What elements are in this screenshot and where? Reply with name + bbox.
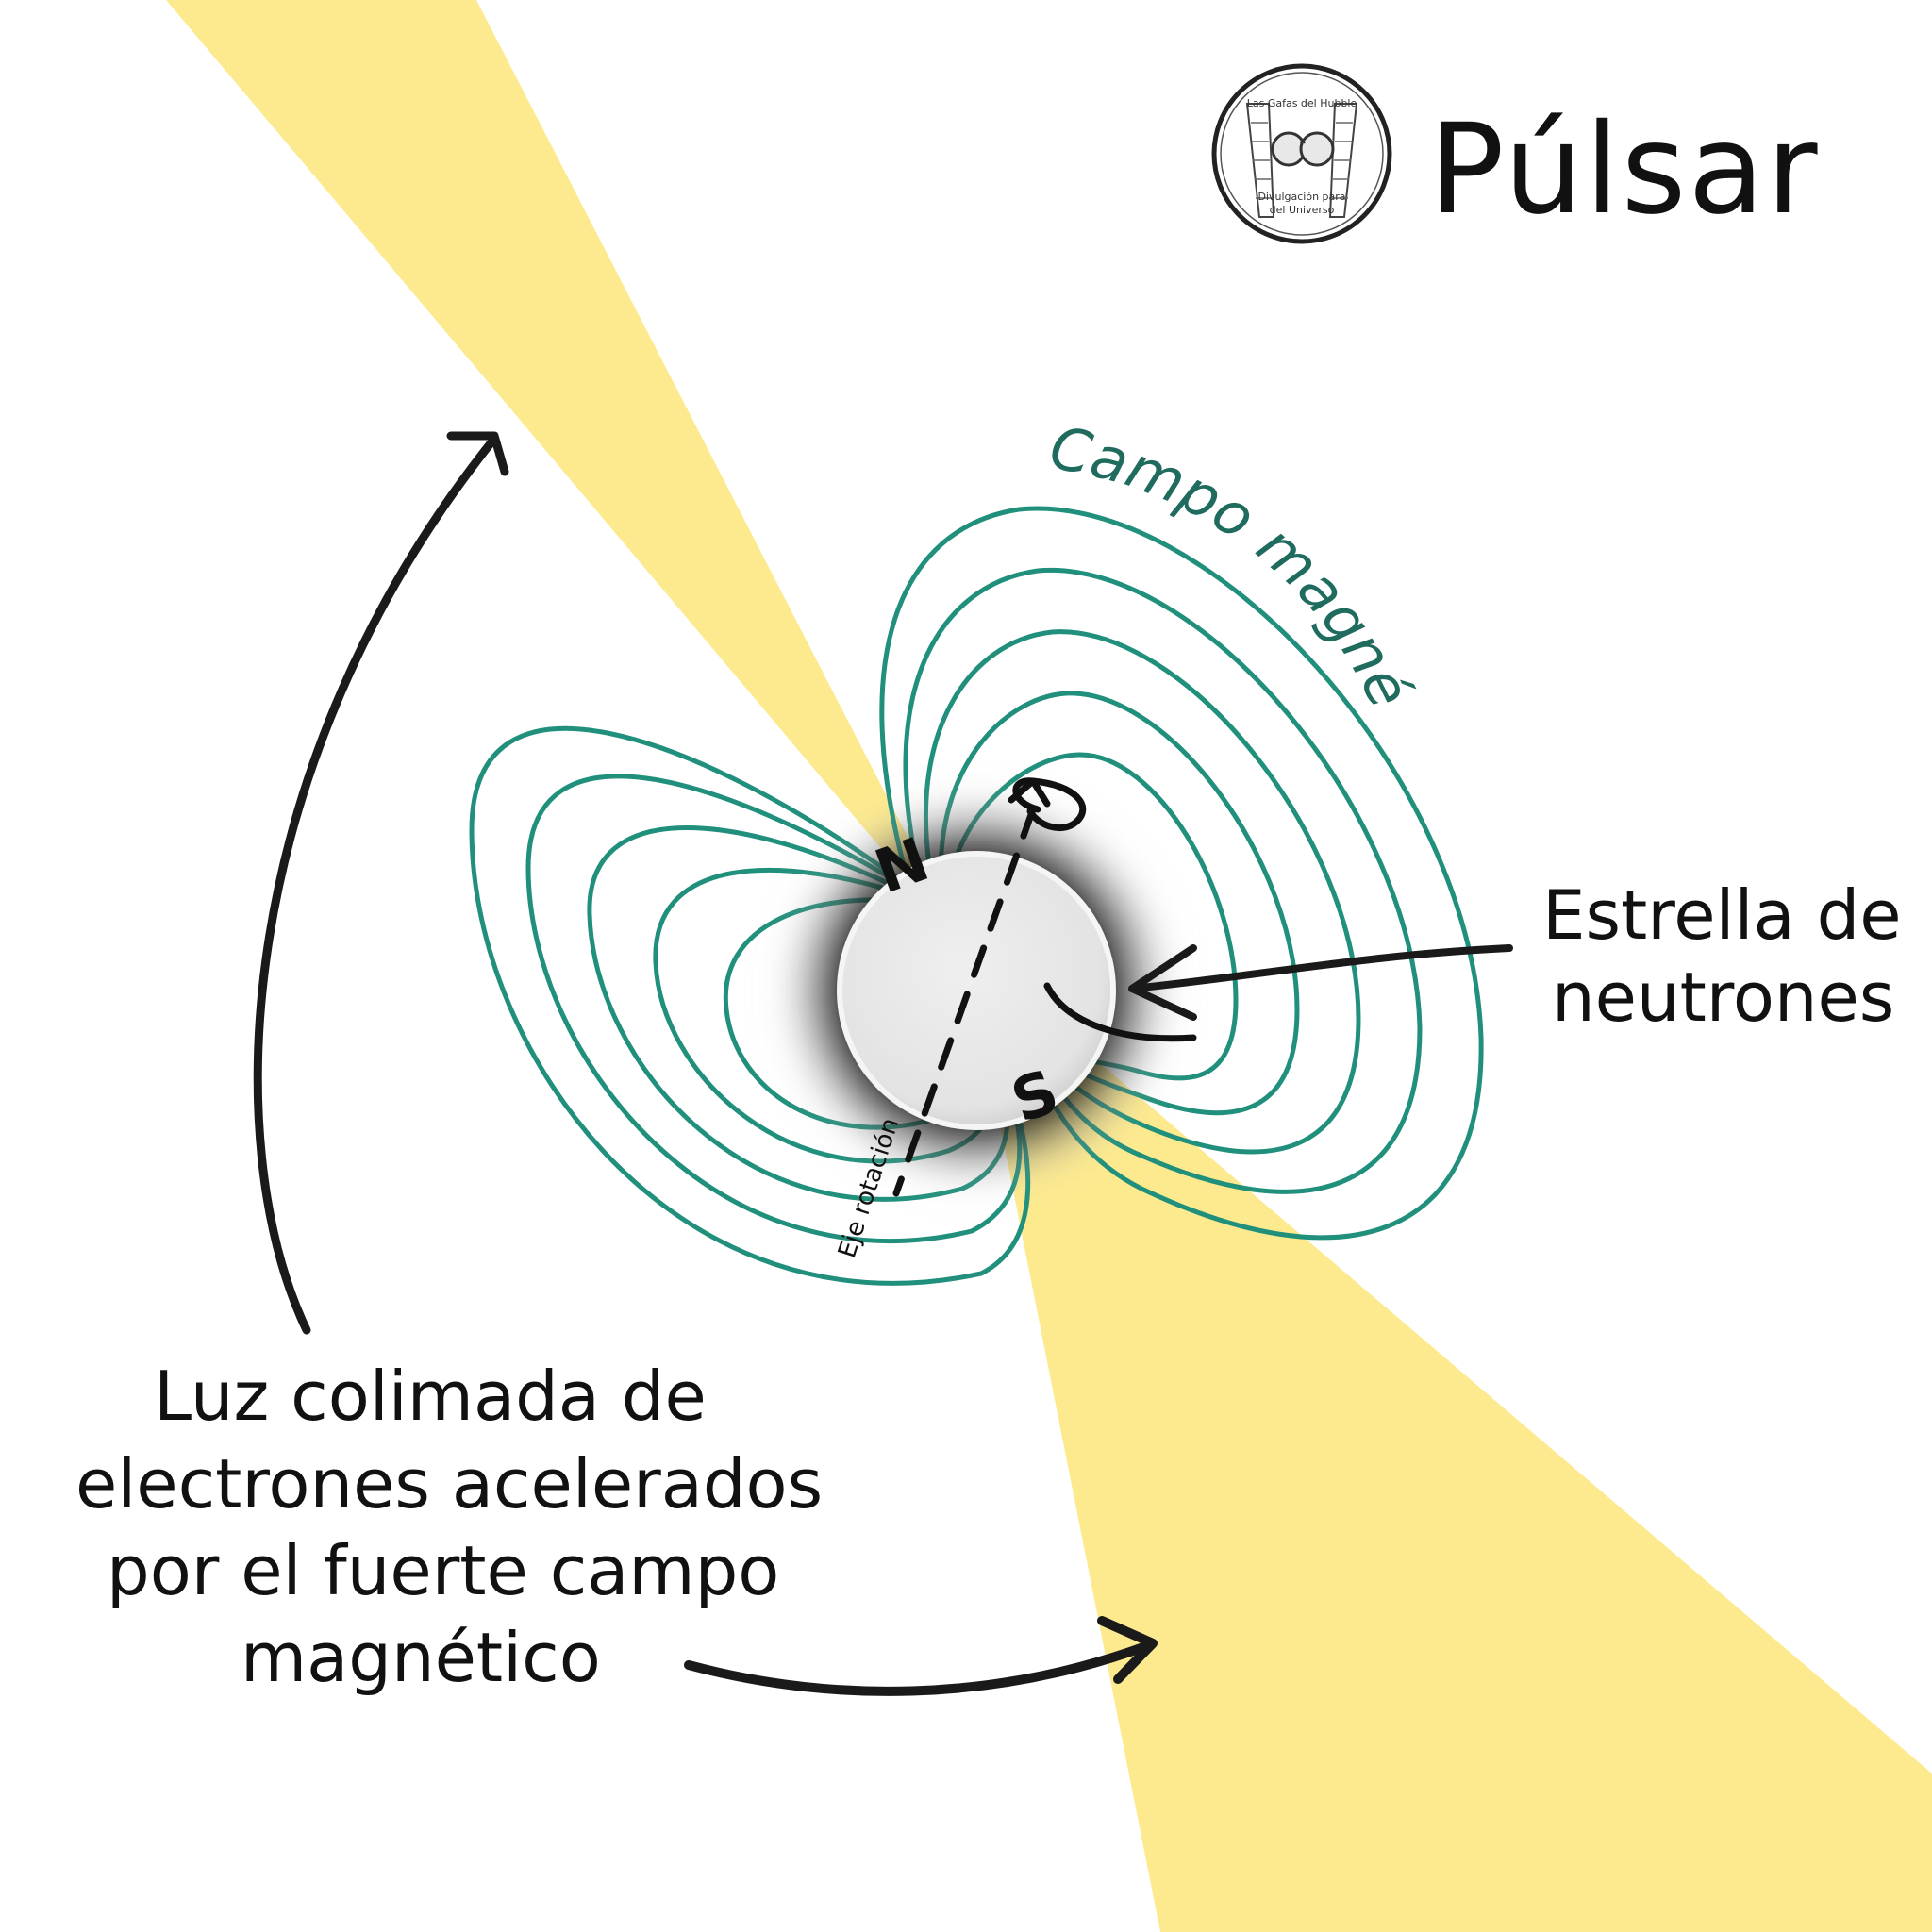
light-label-line4: magnético	[241, 1618, 601, 1697]
light-beam-upper	[166, 0, 965, 948]
rotation-axis	[892, 806, 1037, 1197]
page-title: Púlsar	[1429, 97, 1820, 242]
hubble-glasses-logo: Las Gafas del Hubble Divulgación para de…	[1211, 63, 1392, 244]
light-label-line1: Luz colimada de	[154, 1357, 707, 1436]
neutron-star-label-line1: Estrella de	[1542, 875, 1902, 955]
light-label-line3: por el fuerte campo	[107, 1531, 779, 1610]
logo-bottom-text-2: del Universo	[1270, 204, 1335, 216]
logo-top-text: Las Gafas del Hubble	[1247, 97, 1357, 109]
light-beam-lower	[965, 948, 1932, 1932]
rotation-indicator-stroke	[1043, 982, 1197, 1042]
rotation-sweep-arrow-left	[253, 431, 509, 1335]
rotation-sweep-arrow-bottom	[684, 1616, 1158, 1696]
logo-bottom-text-1: Divulgación para	[1257, 191, 1345, 203]
rotation-arrow-icon	[1008, 777, 1087, 831]
neutron-star	[837, 851, 1116, 1130]
light-label-line2: electrones acelerados	[75, 1444, 823, 1524]
neutron-star-pointer-arrow	[1128, 944, 1513, 1021]
neutron-star-label-line2: neutrones	[1552, 958, 1894, 1037]
